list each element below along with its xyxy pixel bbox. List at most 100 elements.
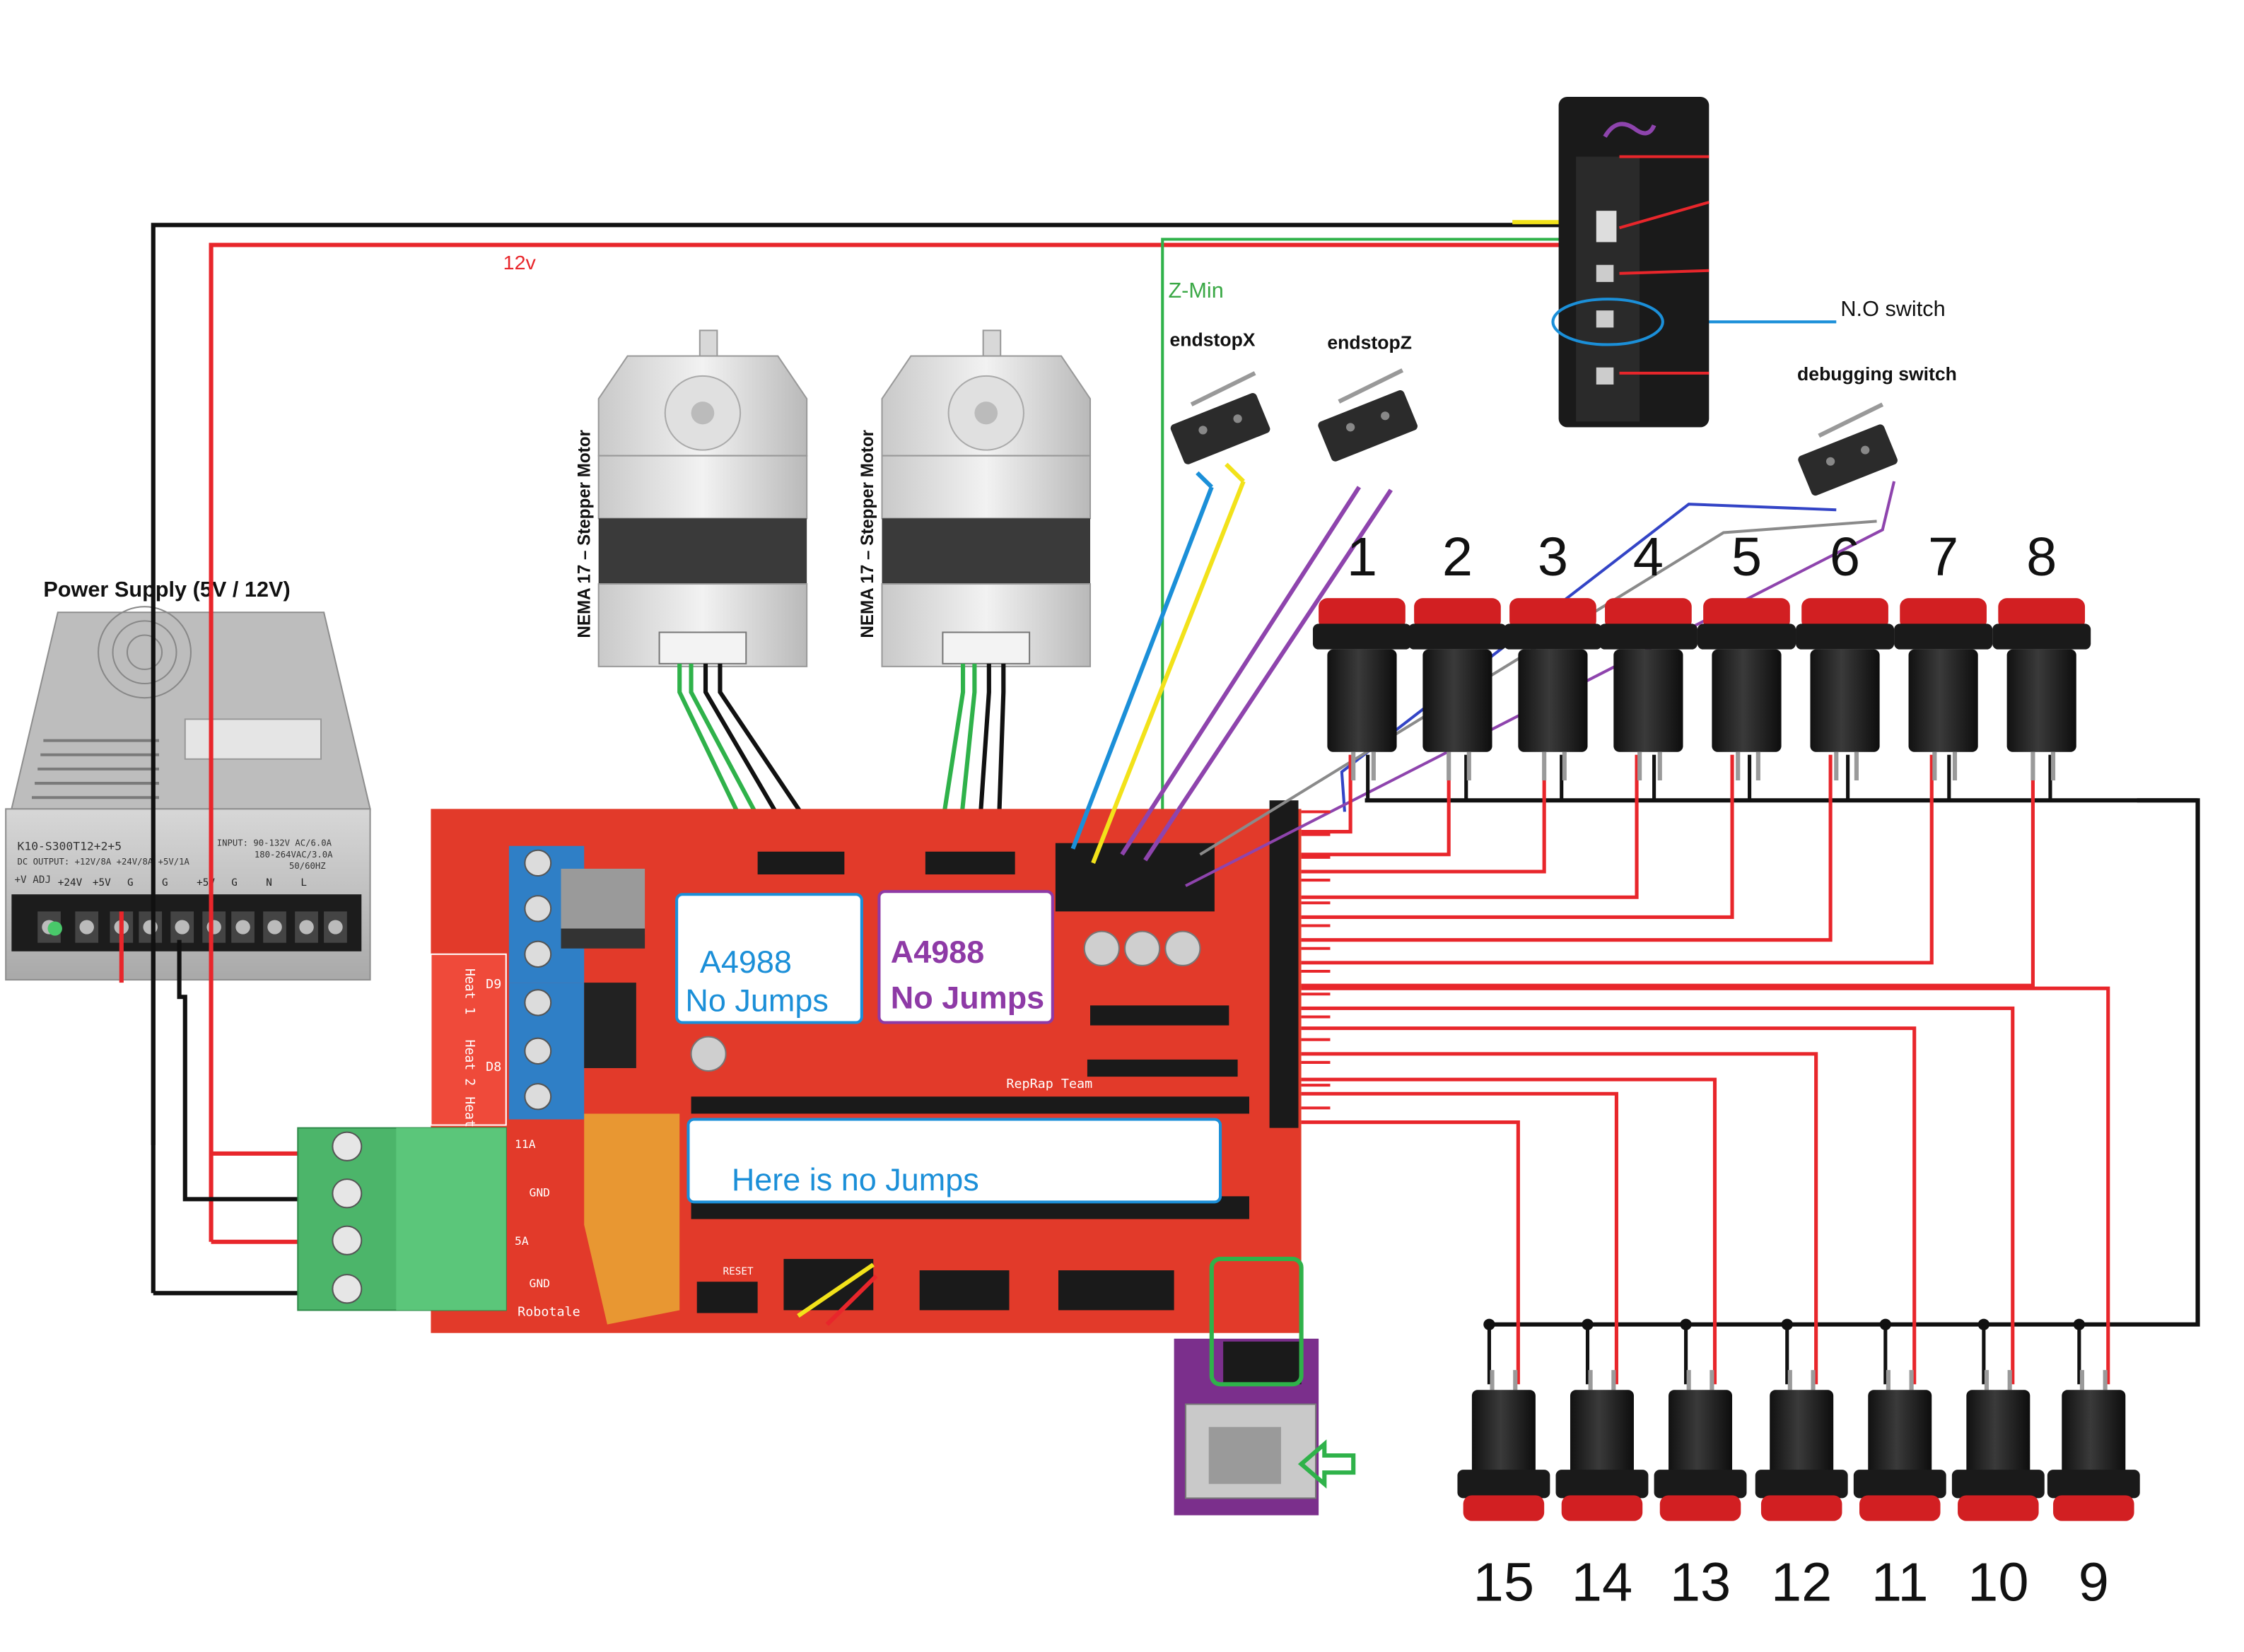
screw-icon (267, 920, 282, 935)
board-heat1: Heat 1 (462, 968, 477, 1014)
button-signal-wire (1301, 754, 1934, 965)
board-d9: D9 (486, 977, 501, 992)
psu-adj: +V ADJ (14, 874, 51, 886)
debug-switch-label: debugging switch (1797, 363, 1957, 385)
push-button-3: 3 (1503, 527, 1602, 781)
psu-terminal-label: G (162, 877, 168, 889)
button-signal-wire (1301, 754, 1451, 857)
button-number-label: 2 (1442, 527, 1473, 587)
button-number-label: 13 (1670, 1552, 1731, 1612)
button-number-label: 3 (1538, 527, 1568, 587)
coin-acceptor: N.O switch (1551, 96, 1946, 428)
button-signal-wire (1301, 1120, 1520, 1385)
wire-green-zmin (1161, 238, 1620, 835)
sd-card-module (1174, 1256, 1356, 1516)
button-number-label: 4 (1633, 527, 1664, 587)
arrow-left-icon (1297, 1439, 1356, 1489)
driver2-title: A4988 (891, 935, 985, 970)
board-11a: 11A (515, 1137, 536, 1151)
button-signal-wire (1301, 1052, 1818, 1385)
button-signal-wire (1301, 754, 1734, 919)
driver-box-1: A4988 No Jumps (675, 893, 863, 1024)
board-reset: RESET (723, 1266, 754, 1277)
push-button-2: 2 (1408, 527, 1507, 781)
push-button-14: 14 (1555, 1370, 1649, 1612)
board-team: RepRap Team (1006, 1077, 1092, 1091)
psu-terminal-label: N (266, 877, 272, 889)
label-zmin: Z-Min (1168, 279, 1223, 303)
power-terminal-block (297, 1127, 507, 1311)
push-button-9: 9 (2047, 1370, 2140, 1612)
button-number-label: 15 (1473, 1552, 1534, 1612)
psu-terminal-label: +5V (93, 877, 111, 889)
no-jumps-box: Here is no Jumps (686, 1118, 1222, 1204)
motor-wire (935, 663, 966, 861)
button-signal-wire (1301, 754, 1639, 899)
board-gnd2: GND (530, 1277, 551, 1290)
push-button-15: 15 (1457, 1370, 1550, 1612)
psu-led (47, 921, 62, 936)
button-signal-wire (1301, 986, 2110, 1385)
button-signal-wire (1301, 1077, 1717, 1385)
screw-icon (328, 920, 343, 935)
board-d8: D8 (486, 1060, 501, 1074)
button-signal-wire (1301, 754, 2035, 988)
button-signal-wire (1301, 754, 1352, 834)
button-signal-wire (1301, 1006, 2015, 1385)
push-button-12: 12 (1755, 1370, 1848, 1612)
button-number-label: 10 (1968, 1552, 2028, 1612)
screw-icon (299, 920, 314, 935)
push-button-13: 13 (1654, 1370, 1747, 1612)
fan-grille-icon (98, 606, 192, 699)
push-button-6: 6 (1796, 527, 1895, 781)
driver1-sub: No Jumps (685, 984, 828, 1019)
psu-terminal-label: G (127, 877, 134, 889)
power-supply: Power Supply (5V / 12V) K10-S300T12+2+5 … (5, 578, 371, 981)
button-number-label: 6 (1830, 527, 1860, 587)
motor-label: NEMA 17 – Stepper Motor (575, 430, 594, 638)
wire-red-12v (209, 242, 1620, 1242)
motor-wire (995, 663, 1006, 860)
button-signal-wire (1301, 1026, 1917, 1385)
psu-terminal-label: L (300, 877, 307, 889)
psu-input: INPUT: 90-132V AC/6.0A (217, 838, 332, 848)
psu-model: K10-S300T12+2+5 (18, 840, 122, 853)
power-supply-label: Power Supply (5V / 12V) (43, 578, 290, 602)
button-wires (1301, 754, 2200, 1385)
psu-freq: 50/60HZ (289, 861, 326, 871)
screw-icon (175, 920, 189, 935)
button-number-label: 12 (1771, 1552, 1832, 1612)
button-number-label: 8 (2026, 527, 2057, 587)
button-number-label: 5 (1731, 527, 1762, 587)
push-button-4: 4 (1599, 527, 1697, 781)
motor-wire (689, 663, 783, 862)
push-button-11: 11 (1853, 1370, 1946, 1612)
board-brand: Robotale (518, 1305, 580, 1320)
psu-output: DC OUTPUT: +12V/8A +24V/8A +5V/1A (18, 857, 190, 867)
screw-icon (79, 920, 94, 935)
board-5a: 5A (515, 1234, 529, 1248)
push-button-1: 1 (1312, 527, 1412, 781)
driver-box-2: A4988 No Jumps (877, 890, 1054, 1024)
motor-wire (954, 663, 977, 861)
driver2-sub: No Jumps (891, 981, 1044, 1016)
endstop-z-switch (1318, 368, 1418, 462)
ramps-board: Heat 1 Heat 2 Heat Bed D9 D8 (430, 800, 1302, 1333)
vent-slots (31, 739, 159, 799)
push-button-8: 8 (1992, 527, 2091, 781)
button-number-label: 9 (2079, 1552, 2109, 1612)
label-12v: 12v (503, 252, 537, 274)
button-signal-wire (1301, 754, 1546, 874)
ground-bus-wire (1364, 798, 2200, 1327)
motor-wire (975, 663, 991, 861)
push-button-5: 5 (1697, 527, 1796, 781)
power-wires (119, 220, 1837, 1296)
no-switch-marker (1551, 298, 1664, 346)
button-number-label: 11 (1871, 1552, 1929, 1612)
push-button-10: 10 (1951, 1370, 2045, 1612)
driver1-title: A4988 (700, 945, 792, 980)
stepper-motor-2: NEMA 17 – Stepper Motor (858, 329, 1092, 861)
endstop-z-label: endstopZ (1327, 332, 1412, 353)
